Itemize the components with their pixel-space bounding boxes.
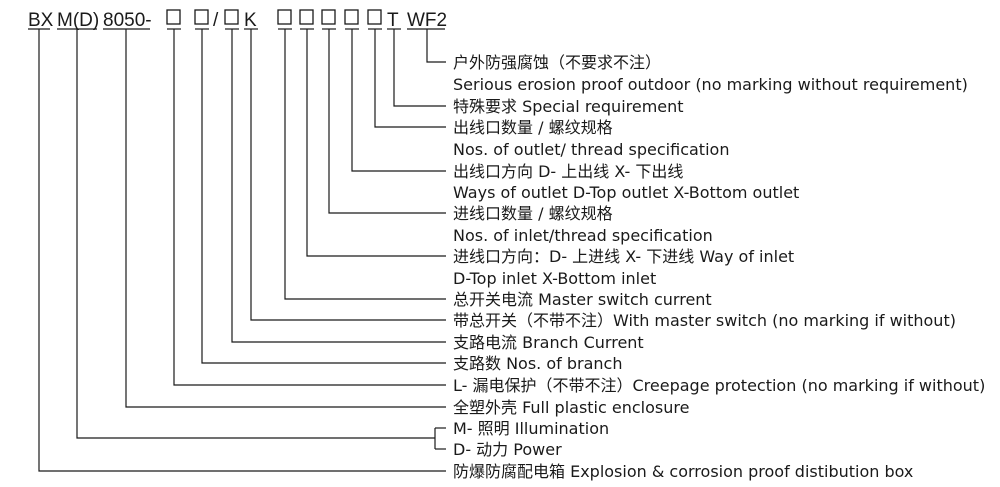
label-power: D- 动力 Power bbox=[453, 440, 562, 459]
code-box-master-current bbox=[277, 9, 292, 25]
code-box-inlet-way bbox=[299, 9, 314, 25]
code-md: M(D) bbox=[57, 10, 99, 31]
label-outlet-way-cn: 出线口方向 D- 上出线 X- 下出线 bbox=[453, 162, 683, 181]
code-wf2: WF2 bbox=[407, 10, 447, 31]
leader-outlet-way bbox=[351, 29, 446, 172]
leader-bx bbox=[38, 29, 446, 472]
code-bx: BX bbox=[28, 10, 54, 31]
label-with-master-switch: 带总开关（不带不注）With master switch (no marking… bbox=[453, 311, 956, 330]
label-outlet-way-en: Ways of outlet D-Top outlet X-Bottom out… bbox=[453, 183, 799, 202]
label-outlet-nos-en: Nos. of outlet/ thread specification bbox=[453, 140, 729, 159]
code-t: T bbox=[387, 10, 399, 31]
label-distribution-box: 防爆防腐配电箱 Explosion & corrosion proof dist… bbox=[453, 462, 913, 481]
leader-lines bbox=[38, 29, 446, 472]
code-k: K bbox=[244, 10, 257, 31]
leader-wf2 bbox=[426, 29, 446, 63]
label-inlet-nos-cn: 进线口数量 / 螺纹规格 bbox=[453, 204, 613, 223]
label-enclosure: 全塑外壳 Full plastic enclosure bbox=[453, 398, 689, 417]
leader-branch-current bbox=[231, 29, 446, 343]
label-outdoor-en: Serious erosion proof outdoor (no markin… bbox=[453, 75, 968, 94]
label-branch-current: 支路电流 Branch Current bbox=[453, 333, 644, 352]
label-master-current: 总开关电流 Master switch current bbox=[453, 290, 712, 309]
leader-leakage bbox=[173, 29, 446, 386]
code-box-branch-count bbox=[194, 9, 209, 25]
code-box-inlet-nos bbox=[321, 9, 336, 25]
label-leakage: L- 漏电保护（不带不注）Creepage protection (no mar… bbox=[453, 376, 985, 395]
leader-k bbox=[250, 29, 446, 321]
code-series: 8050- bbox=[103, 10, 152, 31]
leader-branch-count bbox=[201, 29, 446, 364]
label-branch-count: 支路数 Nos. of branch bbox=[453, 354, 622, 373]
leader-t bbox=[393, 29, 446, 107]
label-outdoor-cn: 户外防强腐蚀（不要求不注） bbox=[453, 53, 661, 72]
leader-series bbox=[125, 29, 446, 408]
label-outlet-nos-cn: 出线口数量 / 螺纹规格 bbox=[453, 118, 613, 137]
leader-inlet-way bbox=[306, 29, 446, 257]
label-inlet-way-en: D-Top inlet X-Bottom inlet bbox=[453, 269, 656, 288]
label-illumination: M- 照明 Illumination bbox=[453, 419, 609, 438]
label-inlet-nos-en: Nos. of inlet/thread specification bbox=[453, 226, 713, 245]
code-box-leakage bbox=[166, 9, 181, 25]
code-box-branch-current bbox=[224, 9, 239, 25]
code-box-outlet-way bbox=[344, 9, 359, 25]
model-code: BX M(D) 8050- / K T WF2 bbox=[28, 9, 447, 31]
code-slash: / bbox=[213, 10, 219, 31]
leader-outlet-nos bbox=[374, 29, 446, 128]
labels: 户外防强腐蚀（不要求不注） Serious erosion proof outd… bbox=[453, 53, 985, 481]
leader-master-current bbox=[284, 29, 446, 300]
label-special: 特殊要求 Special requirement bbox=[453, 97, 684, 116]
leader-inlet-nos bbox=[328, 29, 446, 214]
code-box-outlet-nos bbox=[367, 9, 382, 25]
leader-md bbox=[76, 29, 435, 439]
label-inlet-way-cn: 进线口方向：D- 上进线 X- 下进线 Way of inlet bbox=[453, 247, 794, 266]
